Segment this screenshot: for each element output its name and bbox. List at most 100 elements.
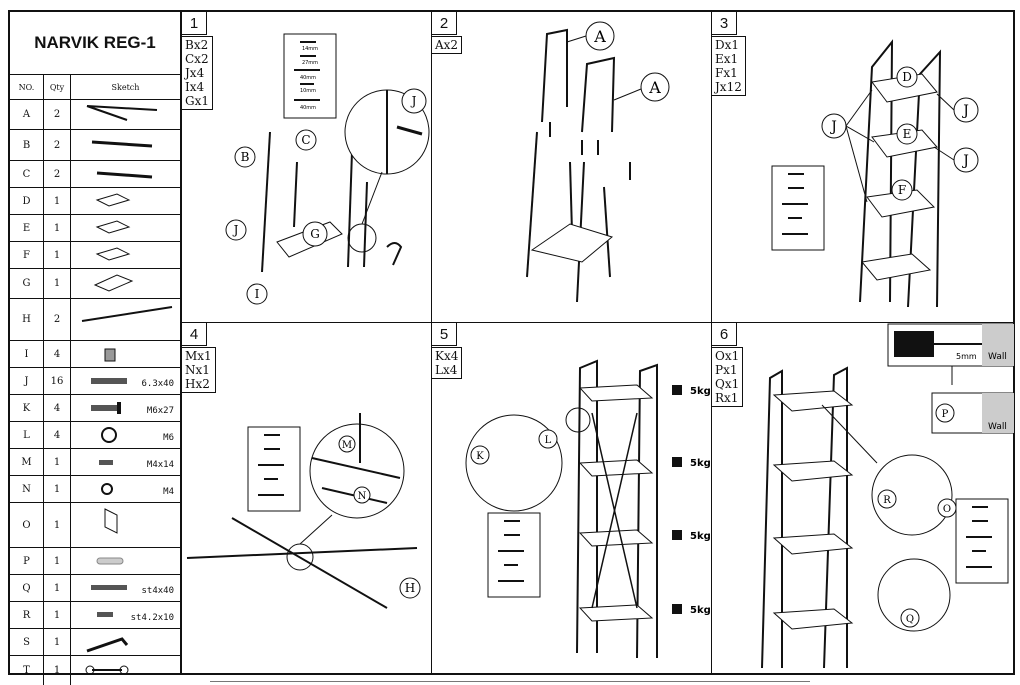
part-sketch-icon (95, 220, 131, 234)
part-no: N (10, 476, 44, 502)
item: Rx1 (715, 391, 739, 405)
screw-legend (283, 33, 337, 119)
part-qty: 2 (44, 130, 71, 160)
header-sketch: Sketch (111, 82, 140, 92)
part-no: B (10, 130, 44, 160)
part-sketch (71, 188, 180, 214)
part-no: H (10, 299, 44, 340)
part-no: J (10, 368, 44, 394)
item: Dx1 (715, 38, 740, 52)
callout-E: E (903, 127, 912, 141)
part-qty: 1 (44, 215, 71, 241)
part-spec: st4x40 (141, 586, 174, 596)
part-sketch-icon (91, 585, 127, 590)
item: Nx1 (185, 363, 210, 377)
callout-P: P (942, 409, 949, 420)
item: Jx12 (715, 80, 742, 94)
product-title: NARVIK REG-1 (10, 12, 180, 75)
item: Bx2 (185, 38, 209, 52)
part-no: Q (10, 575, 44, 601)
part-no: C (10, 161, 44, 187)
step-2-panel: 2 Ax2 A A (432, 12, 712, 323)
step-number: 5 (432, 323, 457, 346)
part-no: K (10, 395, 44, 421)
part-sketch: M6 (71, 422, 180, 448)
part-sketch-icon (104, 348, 116, 362)
part-qty: 1 (44, 449, 71, 475)
part-spec: M6 (163, 433, 174, 443)
part-sketch: 6.3x40 (71, 368, 180, 394)
size-label: 10mm (300, 88, 316, 94)
wall-label: Wall (988, 352, 1007, 362)
part-qty: 4 (44, 422, 71, 448)
detail-circle (465, 414, 563, 512)
weight-label: 5kg (690, 458, 711, 469)
part-sketch: st4.2x10 (71, 602, 180, 628)
step-number: 1 (182, 12, 207, 35)
part-sketch (71, 548, 180, 574)
step-1-panel: 1 Bx2 Cx2 Jx4 Ix4 Gx1 14mm 27mm 40mm 10m… (182, 12, 432, 323)
part-sketch (71, 215, 180, 241)
callout-G: G (310, 227, 320, 241)
part-sketch (71, 629, 180, 655)
part-spec: 6.3x40 (141, 379, 174, 389)
header-no: NO. (10, 75, 44, 99)
callout-B: B (241, 150, 250, 164)
callout-L: L (545, 435, 552, 446)
part-sketch-icon (91, 378, 127, 384)
callout-J: J (410, 94, 417, 108)
screw-legend (487, 512, 541, 598)
part-no: S (10, 629, 44, 655)
part-no: T (10, 656, 44, 685)
part-qty: 2 (44, 161, 71, 187)
size-label: 14mm (302, 46, 318, 52)
callout-D: D (902, 70, 912, 84)
part-qty: 1 (44, 548, 71, 574)
callout-C: C (301, 133, 310, 147)
callout-A: A (593, 27, 606, 46)
part-sketch-icon (99, 460, 113, 465)
item: Mx1 (185, 349, 212, 363)
part-sketch-icon (104, 508, 118, 534)
part-no: M (10, 449, 44, 475)
detail-circle (309, 423, 405, 519)
step-1-drawing: 14mm 27mm 40mm 10mm 40mm (225, 33, 430, 305)
part-sketch-icon (86, 105, 158, 121)
callout-A: A (648, 78, 661, 97)
part-spec: M4 (163, 487, 174, 497)
item: Qx1 (715, 377, 740, 391)
item: Ox1 (715, 349, 740, 363)
part-sketch: M4x14 (71, 449, 180, 475)
part-no: G (10, 269, 44, 298)
step-5-drawing: K L 5kg 5kg 5kg 5kg (465, 359, 711, 659)
step-2-drawing: A A (526, 21, 670, 303)
part-sketch-icon (101, 427, 117, 443)
header-qty: Qty (44, 75, 71, 99)
part-sketch (71, 341, 180, 367)
step-number: 3 (712, 12, 737, 35)
part-sketch-icon (101, 483, 113, 495)
step-6-drawing: 5mm Wall P Wall (761, 323, 1015, 669)
part-sketch: M6x27 (71, 395, 180, 421)
item: Ix4 (185, 80, 205, 94)
item: Hx2 (185, 377, 210, 391)
wall-label: Wall (988, 422, 1007, 432)
part-no: R (10, 602, 44, 628)
part-qty: 4 (44, 395, 71, 421)
part-sketch-icon (96, 171, 153, 179)
callout-M: M (342, 440, 352, 451)
weight-label: 5kg (690, 605, 711, 616)
part-no: F (10, 242, 44, 268)
part-qty: 2 (44, 299, 71, 340)
part-sketch (71, 269, 180, 298)
item: Fx1 (715, 66, 738, 80)
